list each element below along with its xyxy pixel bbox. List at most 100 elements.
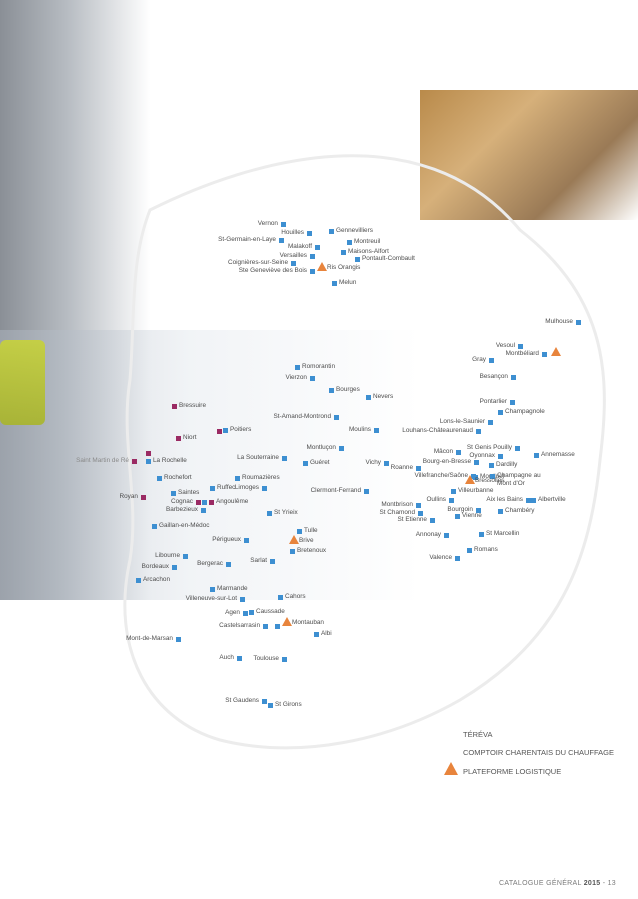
city-label-toulouse: Toulouse xyxy=(253,655,279,662)
legend-plateforme-label: PLATEFORME LOGISTIQUE xyxy=(463,767,562,776)
terreva-marker-gaillan-en-medoc xyxy=(151,523,157,529)
city-label-montbrison: Montbrison xyxy=(381,501,413,508)
city-label-valence: Valence xyxy=(429,554,452,561)
city-label-bergerac: Bergerac xyxy=(197,560,223,567)
terreva-marker-vesoul xyxy=(517,343,523,349)
terreva-marker-maisons-alfort xyxy=(340,249,346,255)
terreva-marker-bourgoin xyxy=(475,507,481,513)
city-label-barbezieux: Barbezieux xyxy=(166,506,198,513)
terreva-marker-moulins xyxy=(373,427,379,433)
comptoir-marker-royan xyxy=(140,494,146,500)
comptoir-marker-saint-martin-de-re xyxy=(131,458,137,464)
terreva-marker-auch xyxy=(236,655,242,661)
terreva-marker-bretenoux xyxy=(289,548,295,554)
city-label-perigueux: Périgueux xyxy=(212,536,241,543)
terreva-marker-bourges xyxy=(328,387,334,393)
city-label-roumazieres: Roumazières xyxy=(242,474,280,481)
terreva-marker-valence xyxy=(454,555,460,561)
terreva-marker-versailles xyxy=(309,253,315,259)
city-label-gaillan-en-medoc: Gaillan-en-Médoc xyxy=(159,522,210,529)
city-label-maisons-alfort: Maisons-Alfort xyxy=(348,248,389,255)
city-label-bretenoux: Bretenoux xyxy=(297,547,327,554)
city-label-mulhouse: Mulhouse xyxy=(545,318,573,325)
city-label-la-souterraine: La Souterraine xyxy=(237,454,279,461)
city-label-st-yrieix: St Yrieix xyxy=(274,509,298,516)
legend-comptoir-swatch xyxy=(444,746,456,758)
legend-comptoir-label: COMPTOIR CHARENTAIS DU CHAUFFAGE xyxy=(463,748,614,757)
terreva-marker-poitiers xyxy=(222,427,228,433)
city-label-albertville: Albertville xyxy=(538,496,566,503)
terreva-marker-montbrison xyxy=(415,502,421,508)
terreva-marker-mulhouse xyxy=(575,319,581,325)
plateforme-marker-unnamed xyxy=(551,347,561,356)
city-label-st-gaudens: St Gaudens xyxy=(225,697,259,704)
city-label-montlucon: Montluçon xyxy=(306,444,337,451)
terreva-marker-roumazieres xyxy=(234,475,240,481)
terreva-marker-st-etienne xyxy=(429,517,435,523)
city-label-lons-le-saunier: Lons-le-Saunier xyxy=(439,418,485,425)
terreva-marker-roanne xyxy=(415,465,421,471)
city-label-cognac: Cognac xyxy=(170,498,193,505)
terreva-marker-marmande xyxy=(209,586,215,592)
city-label-houilles: Houilles xyxy=(281,229,304,236)
terreva-marker-montreuil xyxy=(346,239,352,245)
comptoir-marker-unnamed xyxy=(216,428,222,434)
city-label-malakoff: Malakoff xyxy=(287,243,312,250)
city-label-romans: Romans xyxy=(474,546,498,553)
terreva-marker-perigueux xyxy=(243,537,249,543)
terreva-marker-st-girons xyxy=(267,702,273,708)
terreva-marker-montlucon xyxy=(338,445,344,451)
terreva-marker-melun xyxy=(331,280,337,286)
city-label-brive: Brive xyxy=(299,537,314,544)
terreva-marker-toulouse xyxy=(281,656,287,662)
city-label-arcachon: Arcachon xyxy=(143,576,170,583)
city-label-st-genis-pouilly: St Genis Pouilly xyxy=(466,444,512,451)
city-label-oyonnax: Oyonnax xyxy=(469,452,495,459)
terreva-marker-aix-les-bains xyxy=(525,497,531,503)
terreva-marker-lons-le-saunier xyxy=(487,419,493,425)
city-label-melun: Melun xyxy=(339,279,357,286)
city-label-macon: Mâcon xyxy=(433,448,453,455)
terreva-marker-dardilly xyxy=(488,462,494,468)
terreva-marker-la-souterraine xyxy=(281,455,287,461)
terreva-marker-villeneuve-sur-lot xyxy=(239,596,245,602)
terreva-marker-bordeaux xyxy=(171,564,177,570)
city-label-villefranche-saone: Villefranche/Saône xyxy=(414,472,468,479)
city-label-bourges: Bourges xyxy=(336,386,360,393)
legend-terreva-swatch xyxy=(444,728,456,740)
city-label-vichy: Vichy xyxy=(365,459,381,466)
terreva-marker-romorantin xyxy=(294,364,300,370)
city-label-vierzon: Vierzon xyxy=(285,374,307,381)
terreva-marker-coignieres-sur-seine xyxy=(290,260,296,266)
comptoir-marker-cognac xyxy=(195,499,201,505)
plateforme-marker-bressolles xyxy=(465,475,475,484)
page-footer: CATALOGUE GÉNÉRAL 2015 - 13 xyxy=(499,880,616,887)
city-label-mont-de-marsan: Mont-de-Marsan xyxy=(126,635,173,642)
city-label-clermont-ferrand: Clermont-Ferrand xyxy=(310,487,361,494)
legend-plateforme-swatch xyxy=(444,762,458,775)
comptoir-marker-bressuire xyxy=(171,403,177,409)
terreva-marker-cahors xyxy=(277,594,283,600)
city-label-romorantin: Romorantin xyxy=(302,363,336,370)
city-label-limoges: Limoges xyxy=(234,484,259,491)
legend-terreva-label: TÉRÉVA xyxy=(463,730,493,739)
terreva-marker-st-amand-montrond xyxy=(333,414,339,420)
terreva-marker-mont-de-marsan xyxy=(175,636,181,642)
terreva-marker-ste-genevieve-des-bois xyxy=(309,268,315,274)
terreva-marker-vichy xyxy=(383,460,389,466)
city-label-moulins: Moulins xyxy=(348,426,371,433)
scanner-photo xyxy=(420,90,638,220)
terreva-marker-bourg-en-bresse xyxy=(473,459,479,465)
city-label-st-marcellin: St Marcellin xyxy=(486,530,520,537)
terreva-marker-clermont-ferrand xyxy=(363,488,369,494)
city-label-caussade: Caussade xyxy=(256,608,285,615)
city-label-oullins: Oullins xyxy=(426,496,446,503)
city-label-louhans-chateaurenaud: Louhans-Châteaurenaud xyxy=(402,427,473,434)
city-label-sarlat: Sarlat xyxy=(250,557,267,564)
city-label-champagnole: Champagnole xyxy=(505,408,545,415)
city-label-st-germain-en-laye: St-Germain-en-Laye xyxy=(218,236,276,243)
city-label-ris-orangis: Ris Orangis xyxy=(327,264,361,271)
terreva-marker-nevers xyxy=(365,394,371,400)
city-label-saintes: Saintes xyxy=(178,489,200,496)
terreva-marker-oyonnax xyxy=(497,453,503,459)
